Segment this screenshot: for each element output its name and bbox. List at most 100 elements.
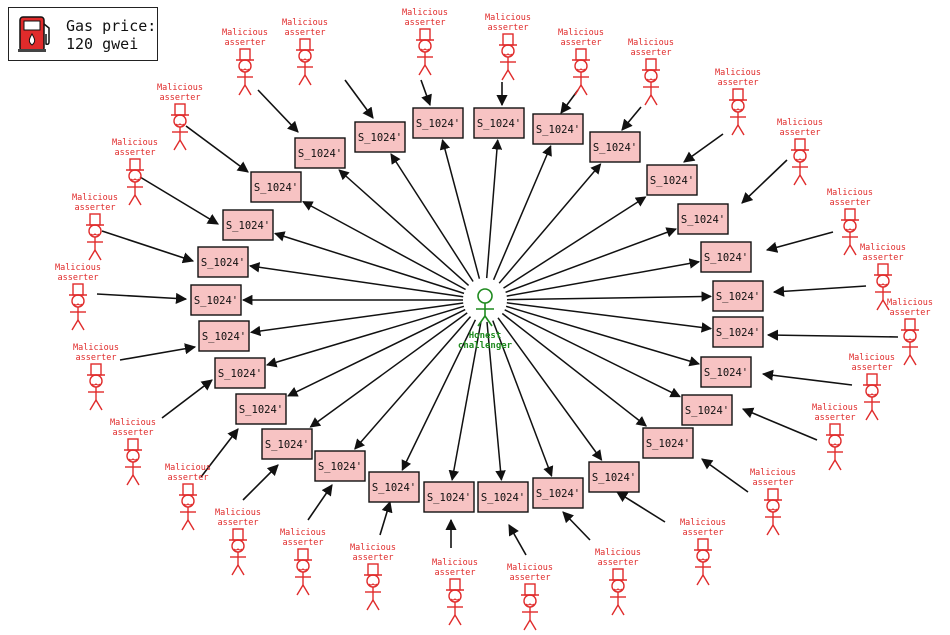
state-box: S_1024' xyxy=(423,481,475,513)
asserter-arrow xyxy=(119,343,197,361)
asserter-label-line1: Malicious xyxy=(157,83,203,93)
state-box-rect xyxy=(589,131,641,163)
asserter-arrow xyxy=(242,464,279,501)
state-box-rect xyxy=(368,471,420,503)
villain-stick-figure xyxy=(69,283,87,331)
asserter-label-line1: Malicious xyxy=(72,193,118,203)
asserter-label-line1: Malicious xyxy=(595,548,641,558)
state-box: S_1024' xyxy=(197,246,249,278)
villain-stick-figure xyxy=(764,488,782,536)
state-box: S_1024' xyxy=(294,137,346,169)
villain-stick-figure xyxy=(609,568,627,616)
villain-stick-figure xyxy=(863,373,881,421)
asserter-label-line1: Malicious xyxy=(402,8,448,18)
challenger-arrow xyxy=(497,317,603,461)
state-box-label: S_1024' xyxy=(536,124,580,136)
asserter-label-line2: asserter xyxy=(830,198,871,208)
state-box-label: S_1024' xyxy=(194,295,238,307)
state-box-rect xyxy=(681,394,733,426)
asserter-label-line1: Malicious xyxy=(827,188,873,198)
gas-pump-icon xyxy=(18,16,50,52)
asserter-label-line1: Malicious xyxy=(165,463,211,473)
asserter-arrow xyxy=(379,500,393,536)
challenger-arrow xyxy=(390,153,474,282)
asserter-label-line2: asserter xyxy=(488,23,529,33)
challenger-arrow xyxy=(485,138,503,279)
asserter-label-line2: asserter xyxy=(561,38,602,48)
state-box-rect xyxy=(235,393,287,425)
villain-stick-figure xyxy=(171,103,189,151)
state-box-rect xyxy=(222,209,274,241)
state-box: S_1024' xyxy=(477,481,529,513)
challenger-arrow xyxy=(448,321,482,482)
asserter-arrow xyxy=(185,125,249,173)
villain-stick-figure xyxy=(446,578,464,626)
state-box-rect xyxy=(646,164,698,196)
asserter-arrow xyxy=(761,369,853,386)
villain-stick-figure xyxy=(229,528,247,576)
state-box: S_1024' xyxy=(532,113,584,145)
state-box: S_1024' xyxy=(473,107,525,139)
state-box-rect xyxy=(314,450,366,482)
villain-stick-figure xyxy=(901,318,919,366)
honest-challenger: Honest challenger xyxy=(458,288,513,351)
asserter-arrow xyxy=(420,79,432,107)
villain-stick-figure xyxy=(294,548,312,596)
asserter-label-line1: Malicious xyxy=(860,243,906,253)
challenger-arrow xyxy=(506,258,701,297)
state-box: S_1024' xyxy=(235,393,287,425)
state-box-label: S_1024' xyxy=(650,175,694,187)
challenger-arrow xyxy=(273,231,465,295)
state-box: S_1024' xyxy=(261,428,313,460)
state-box-label: S_1024' xyxy=(716,327,760,339)
asserter-label-line2: asserter xyxy=(76,353,117,363)
villain-stick-figure xyxy=(87,363,105,411)
state-box: S_1024' xyxy=(214,357,266,389)
state-box-label: S_1024' xyxy=(298,148,342,160)
asserter-label-line2: asserter xyxy=(815,413,856,423)
asserter-label-line2: asserter xyxy=(75,203,116,213)
villain-stick-figure xyxy=(296,38,314,86)
state-box-label: S_1024' xyxy=(318,461,362,473)
asserter-label-line2: asserter xyxy=(353,553,394,563)
state-box: S_1024' xyxy=(588,461,640,493)
villain-stick-figure xyxy=(521,583,539,631)
state-box-label: S_1024' xyxy=(592,472,636,484)
gas-price-label: Gas price: 120 gwei xyxy=(66,17,156,53)
asserter-arrow xyxy=(307,484,333,521)
asserter-label-line1: Malicious xyxy=(777,118,823,128)
state-box-rect xyxy=(354,121,406,153)
asserter-label-line1: Malicious xyxy=(280,528,326,538)
asserter-label-line1: Malicious xyxy=(715,68,761,78)
asserter-label-line2: asserter xyxy=(718,78,759,88)
state-box: S_1024' xyxy=(642,427,694,459)
state-box-rect xyxy=(473,107,525,139)
challenger-arrow xyxy=(506,302,713,333)
state-box-rect xyxy=(294,137,346,169)
state-box: S_1024' xyxy=(532,477,584,509)
villain-stick-figure xyxy=(236,48,254,96)
asserter-label-line2: asserter xyxy=(435,568,476,578)
challenger-arrow xyxy=(249,302,464,337)
state-box: S_1024' xyxy=(250,171,302,203)
state-box-rect xyxy=(198,320,250,352)
state-boxes: S_1024'S_1024'S_1024'S_1024'S_1024'S_102… xyxy=(190,107,764,513)
challenger-arrow xyxy=(505,305,701,367)
state-box-label: S_1024' xyxy=(372,482,416,494)
state-box: S_1024' xyxy=(222,209,274,241)
state-box: S_1024' xyxy=(646,164,698,196)
state-box-rect xyxy=(712,316,764,348)
